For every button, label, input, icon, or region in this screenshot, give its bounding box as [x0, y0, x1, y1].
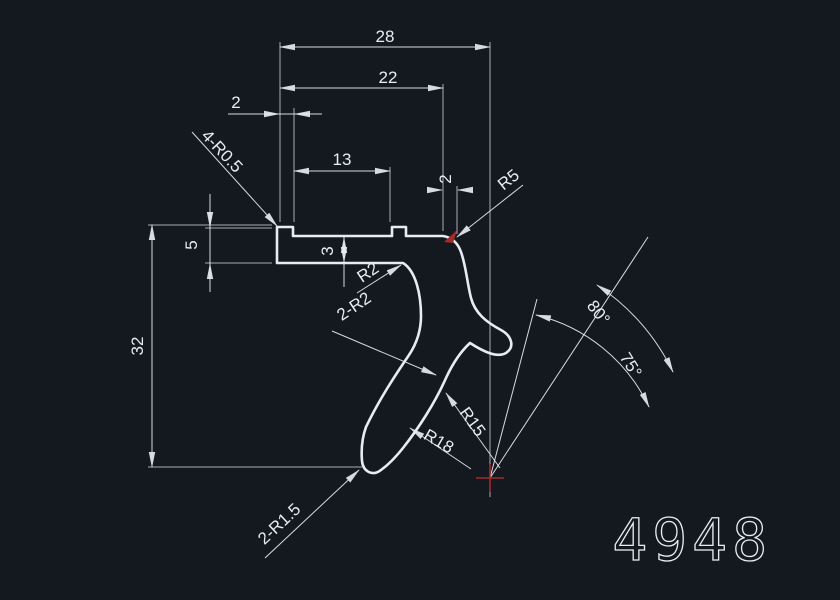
red-tangent-mark	[444, 230, 457, 243]
extension-lines	[148, 42, 491, 497]
leader-lines	[191, 131, 524, 559]
dim-label-13: 13	[333, 150, 352, 169]
red-crosshair	[476, 464, 504, 492]
dim-label-32: 32	[128, 337, 147, 356]
angle-dimension-lines	[489, 236, 674, 479]
dim-label-28: 28	[376, 27, 395, 46]
dim-label-5: 5	[182, 240, 201, 249]
dim-label-22: 22	[379, 68, 398, 87]
dim-label-3: 3	[318, 246, 337, 255]
angle-arc-75	[596, 284, 674, 373]
profile-outline	[275, 225, 513, 475]
dimension-lines	[148, 43, 491, 468]
dim-label-2-top: 2	[231, 93, 240, 112]
dim-label-2-right: 2	[436, 174, 455, 183]
part-number: 4948	[612, 506, 772, 574]
